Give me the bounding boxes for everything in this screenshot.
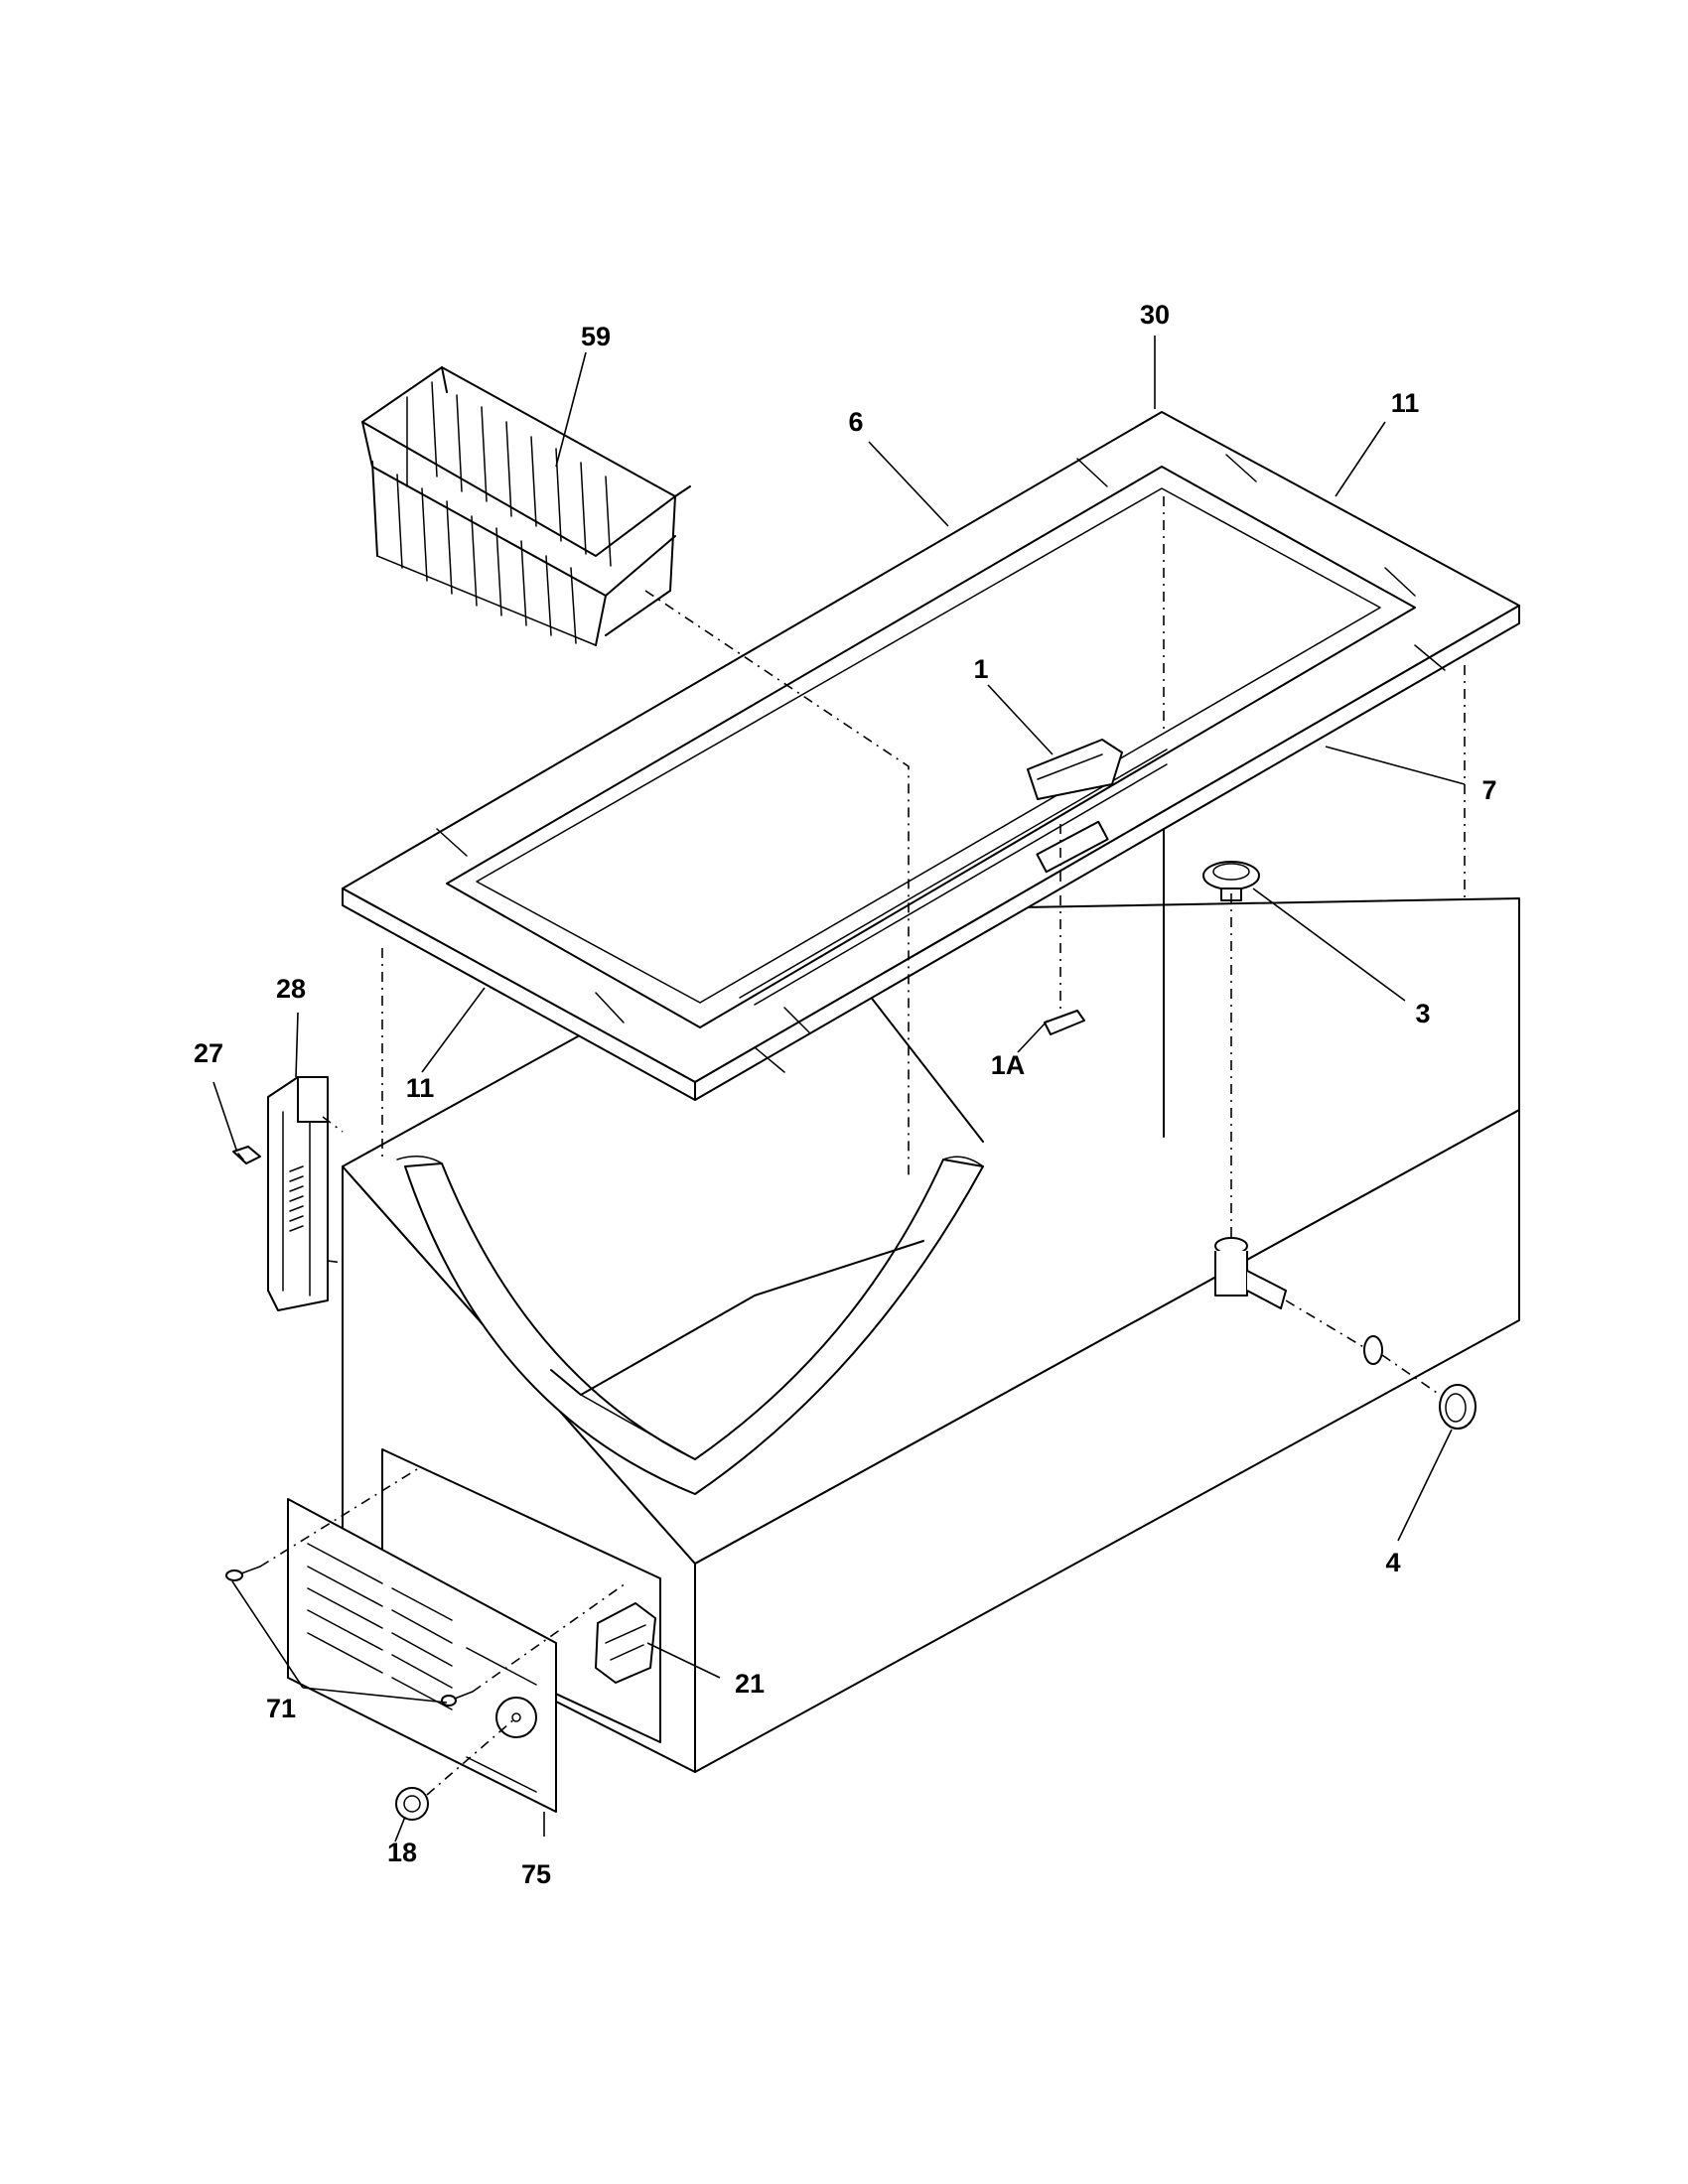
callout-3: 3: [1415, 999, 1430, 1028]
callout-11-left: 11: [406, 1073, 435, 1103]
grille-part-75: [287, 1498, 557, 1813]
callout-75: 75: [521, 1859, 551, 1889]
callout-71: 71: [266, 1694, 296, 1723]
grommet-part: [1363, 1335, 1383, 1365]
drain-cap-part-4: [1439, 1384, 1477, 1430]
drain-tube-assembly: [1214, 1237, 1383, 1365]
callout-28: 28: [276, 974, 306, 1004]
leader-lines: [212, 336, 1466, 1843]
knob-part-18: [395, 1787, 429, 1821]
hinge-part-28: [267, 1076, 329, 1311]
handle-part-1: [1027, 739, 1123, 800]
callout-1a: 1A: [991, 1050, 1026, 1080]
callout-18: 18: [387, 1838, 417, 1867]
callout-labels: 59 6 30 11 1 7 3 28 27 11 1A 4 21 71 18 …: [194, 300, 1497, 1889]
callout-1: 1: [973, 654, 988, 684]
callout-4: 4: [1385, 1548, 1400, 1577]
callout-21: 21: [735, 1669, 765, 1699]
thermostat-part-21: [595, 1602, 656, 1684]
clip-part-1a: [1044, 1010, 1085, 1035]
alignment-lines: [259, 496, 1466, 1796]
drain-plug-part-3: [1202, 861, 1260, 901]
screw-part-27: [232, 1146, 261, 1164]
callout-11-top: 11: [1391, 388, 1420, 418]
callout-59: 59: [581, 322, 611, 351]
wire-basket-part-59: [361, 366, 691, 646]
callout-30: 30: [1140, 300, 1170, 330]
callout-27: 27: [194, 1038, 223, 1068]
door-gasket-frame: [342, 411, 1520, 1101]
callout-6: 6: [848, 407, 863, 437]
callout-7: 7: [1481, 775, 1496, 805]
